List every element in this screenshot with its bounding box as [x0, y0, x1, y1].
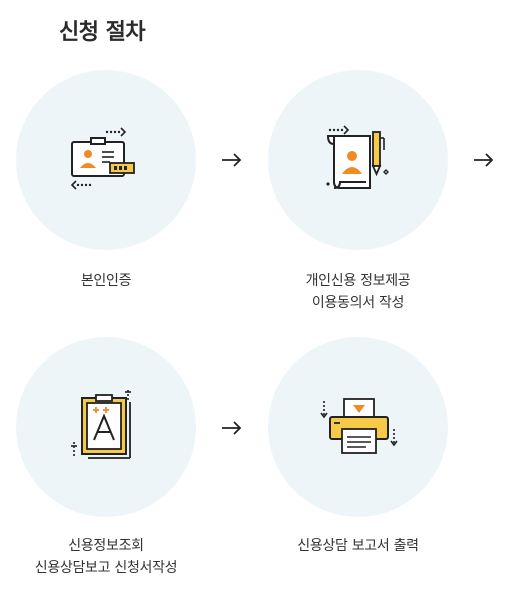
- step-credit-inquiry: 신용정보조회 신용상담보고 신청서작성: [16, 337, 196, 579]
- step-label-line2: 이용동의서 작성: [311, 295, 405, 311]
- step-identity-verification: 본인인증: [16, 70, 196, 292]
- consent-document-pen-icon: [326, 125, 389, 189]
- step-report-print: 신용상담 보고서 출력: [268, 337, 448, 557]
- arrow-right-icon: [474, 153, 494, 167]
- page-title: 신청 절차: [59, 20, 146, 45]
- step-label: 신용정보조회 신용상담보고 신청서작성: [16, 535, 196, 579]
- step-label-line1: 개인신용 정보제공: [305, 273, 411, 289]
- step-circle: [16, 337, 196, 517]
- step-label-line1: 신용정보조회: [68, 538, 144, 554]
- step-label-line1: 본인인증: [80, 273, 132, 289]
- printer-icon: [320, 398, 398, 454]
- step-circle: [16, 70, 196, 250]
- step-label-line2: 신용상담보고 신청서작성: [34, 560, 178, 576]
- step-consent-form: 개인신용 정보제공 이용동의서 작성: [268, 70, 448, 314]
- credit-grade-report-icon: [71, 390, 131, 459]
- step-label-line1: 신용상담 보고서 출력: [297, 538, 419, 554]
- arrow-right-icon: [222, 421, 242, 435]
- step-label: 신용상담 보고서 출력: [268, 535, 448, 557]
- step-circle: [268, 70, 448, 250]
- step-circle: [268, 337, 448, 517]
- step-label: 개인신용 정보제공 이용동의서 작성: [268, 270, 448, 314]
- step-label: 본인인증: [16, 270, 196, 292]
- id-card-icon: [70, 127, 135, 190]
- arrow-right-icon: [222, 153, 242, 167]
